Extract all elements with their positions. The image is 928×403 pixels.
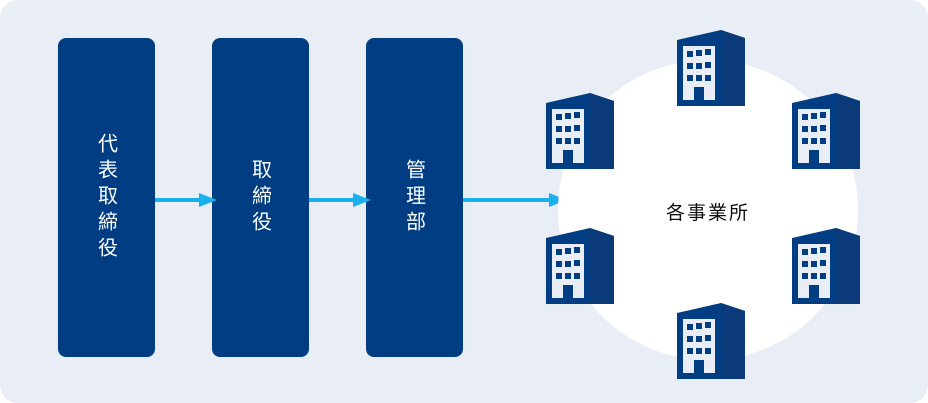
offices-label: 各事業所 (665, 202, 750, 224)
building-icon (546, 93, 614, 169)
building-icon (677, 30, 745, 106)
node-label: 管理部 (402, 158, 427, 237)
node-admin: 管理部 (366, 38, 463, 357)
arrow-icon (155, 193, 217, 207)
arrow-icon (309, 193, 371, 207)
building-icon (546, 228, 614, 304)
node-ceo: 代表取締役 (58, 38, 155, 357)
node-label: 代表取締役 (94, 132, 119, 263)
building-icon (792, 93, 860, 169)
building-icon (792, 228, 860, 304)
arrow-icon (463, 193, 567, 207)
building-icon (677, 303, 745, 379)
node-label: 取締役 (248, 158, 273, 237)
node-directors: 取締役 (212, 38, 309, 357)
